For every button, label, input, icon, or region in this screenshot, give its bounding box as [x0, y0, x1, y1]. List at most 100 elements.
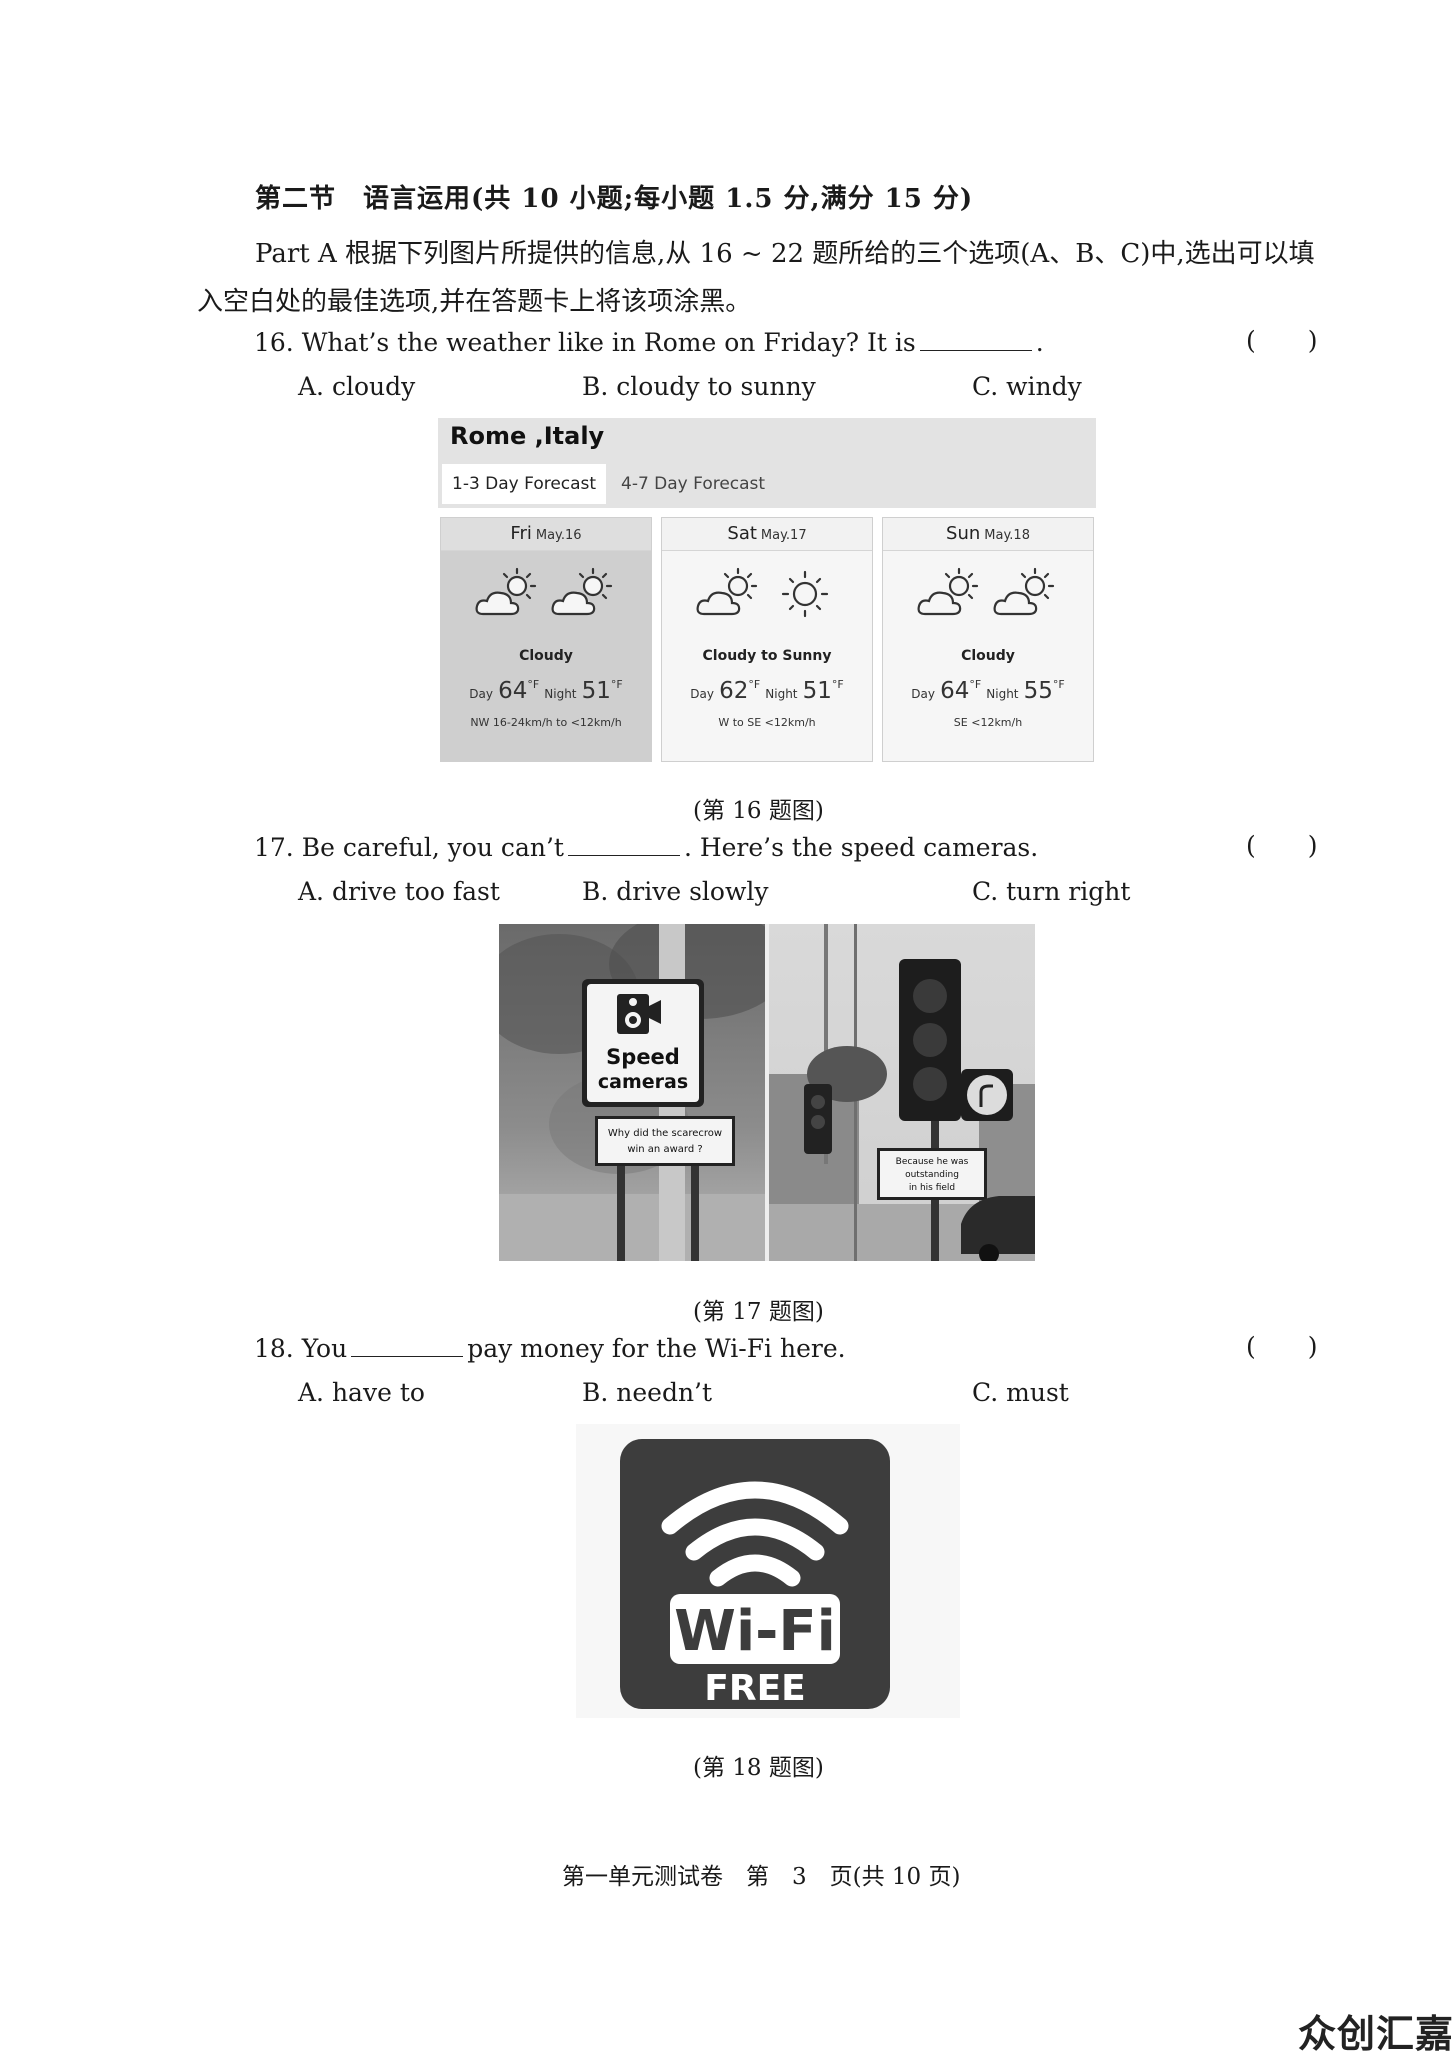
condition: Cloudy: [961, 648, 1015, 664]
question-17-stem-text: 17. Be careful, you can’t: [254, 833, 564, 862]
night-temp: 51: [802, 678, 832, 704]
day-temp: 62: [719, 678, 749, 704]
day-label: Day: [469, 687, 493, 701]
day-name: Fri: [510, 523, 532, 544]
paren-close: ): [1307, 831, 1318, 860]
sun-icon: [770, 566, 840, 622]
question-16-stem-text: 16. What’s the weather like in Rome on F…: [254, 328, 916, 357]
temp-unit: °F: [1052, 678, 1065, 691]
city-name: Rome ,Italy: [450, 422, 605, 450]
partly-cloudy-icon: [694, 566, 764, 622]
joke-question-1: Why did the scarecrow: [608, 1128, 722, 1139]
night-label: Night: [986, 687, 1019, 701]
partly-cloudy-icon: [915, 566, 985, 622]
speed-camera-photo: Speed cameras Why did the scarecrow win …: [499, 924, 1035, 1261]
wifi-label: Wi-Fi: [674, 1599, 836, 1664]
joke-answer-3: in his field: [909, 1183, 955, 1193]
option-a: A. drive too fast: [298, 877, 500, 906]
option-c: C. turn right: [972, 877, 1131, 906]
section-title: 第二节 语言运用(共 10 小题;每小题 1.5 分,满分 15 分): [255, 184, 974, 214]
option-a: A. cloudy: [298, 372, 416, 401]
paren-open: (: [1246, 326, 1256, 355]
day-temp: 64: [498, 678, 528, 704]
joke-question-2: win an award ?: [627, 1144, 702, 1155]
weather-icons: [662, 566, 872, 636]
wifi-free-sign: Wi-Fi FREE: [576, 1424, 960, 1718]
question-18-stem-end: pay money for the Wi-Fi here.: [467, 1334, 846, 1363]
weather-header: Rome ,Italy 1-3 Day Forecast 4-7 Day For…: [438, 418, 1096, 508]
temp-unit: °F: [831, 678, 844, 691]
day-date: May.18: [984, 528, 1030, 543]
temperatures: Day 64°F Night 55°F: [883, 678, 1093, 704]
free-label: FREE: [704, 1668, 806, 1709]
day-date: May.16: [535, 528, 582, 543]
day-date: May.17: [760, 528, 807, 543]
speed-camera-illustration: Speed cameras Why did the scarecrow win …: [499, 924, 1035, 1261]
joke-answer-2: outstanding: [905, 1170, 959, 1180]
day-label: Day: [911, 687, 935, 701]
wind: NW 16-24km/h to <12km/h: [470, 716, 622, 729]
option-c: C. must: [972, 1378, 1069, 1407]
weather-icons: [441, 566, 651, 636]
question-17-stem-end: . Here’s the speed cameras.: [683, 833, 1039, 862]
temperatures: Day 64°F Night 51°F: [441, 678, 651, 704]
answer-blank: [351, 1332, 464, 1357]
day-temp: 64: [940, 678, 970, 704]
joke-answer-1: Because he was: [896, 1157, 969, 1167]
temp-unit: °F: [748, 678, 761, 691]
figure-caption-17: (第 17 题图): [693, 1299, 824, 1325]
day-name: Sat: [727, 523, 757, 544]
option-b: B. drive slowly: [582, 877, 769, 906]
temp-unit: °F: [969, 678, 982, 691]
partly-cloudy-icon: [473, 566, 543, 622]
night-temp: 55: [1023, 678, 1053, 704]
figure-caption-16: (第 16 题图): [693, 798, 824, 824]
temperatures: Day 62°F Night 51°F: [662, 678, 872, 704]
wind: SE <12km/h: [953, 716, 1023, 729]
tab-4-7-day[interactable]: 4-7 Day Forecast: [621, 474, 766, 494]
answer-paren: (): [1246, 1332, 1318, 1361]
answer-blank: [567, 831, 680, 856]
night-label: Night: [765, 687, 798, 701]
question-18-stem-text: 18. You: [254, 1334, 348, 1363]
option-b: B. cloudy to sunny: [582, 372, 816, 401]
option-c: C. windy: [972, 372, 1082, 401]
question-17-stem: 17. Be careful, you can’t . Here’s the sp…: [254, 831, 1038, 862]
wifi-icon: Wi-Fi FREE: [576, 1424, 960, 1718]
temp-unit: °F: [527, 678, 540, 691]
paren-close: ): [1307, 1332, 1318, 1361]
night-temp: 51: [581, 678, 611, 704]
question-18-stem: 18. You pay money for the Wi-Fi here.: [254, 1332, 846, 1363]
day-name: Sun: [946, 523, 981, 544]
temp-unit: °F: [610, 678, 623, 691]
sign-text-speed: Speed: [606, 1045, 680, 1069]
instructions: Part A 根据下列图片所提供的信息,从 16 ~ 22 题所给的三个选项(A…: [197, 239, 1315, 317]
sign-text-cameras: cameras: [598, 1071, 688, 1093]
question-16-stem: 16. What’s the weather like in Rome on F…: [254, 326, 1044, 357]
wind: W to SE <12km/h: [718, 716, 816, 729]
weather-icons: [883, 566, 1093, 636]
paren-open: (: [1246, 831, 1256, 860]
condition: Cloudy to Sunny: [702, 648, 832, 664]
paren-close: ): [1307, 326, 1318, 355]
condition: Cloudy: [519, 648, 573, 664]
brand-watermark: 众创汇嘉: [1298, 2012, 1455, 2056]
paren-open: (: [1246, 1332, 1256, 1361]
partly-cloudy-icon: [549, 566, 619, 622]
question-16-stem-end: .: [1035, 328, 1044, 357]
page-footer: 第一单元测试卷 第 3 页(共 10 页): [562, 1864, 961, 1890]
weather-forecast-widget: Rome ,Italy 1-3 Day Forecast 4-7 Day For…: [438, 418, 1096, 762]
tab-1-3-day[interactable]: 1-3 Day Forecast: [442, 464, 607, 504]
partly-cloudy-icon: [991, 566, 1061, 622]
option-b: B. needn’t: [582, 1378, 713, 1407]
figure-caption-18: (第 18 题图): [693, 1755, 824, 1781]
day-label: Day: [690, 687, 714, 701]
answer-paren: (): [1246, 326, 1318, 355]
answer-paren: (): [1246, 831, 1318, 860]
